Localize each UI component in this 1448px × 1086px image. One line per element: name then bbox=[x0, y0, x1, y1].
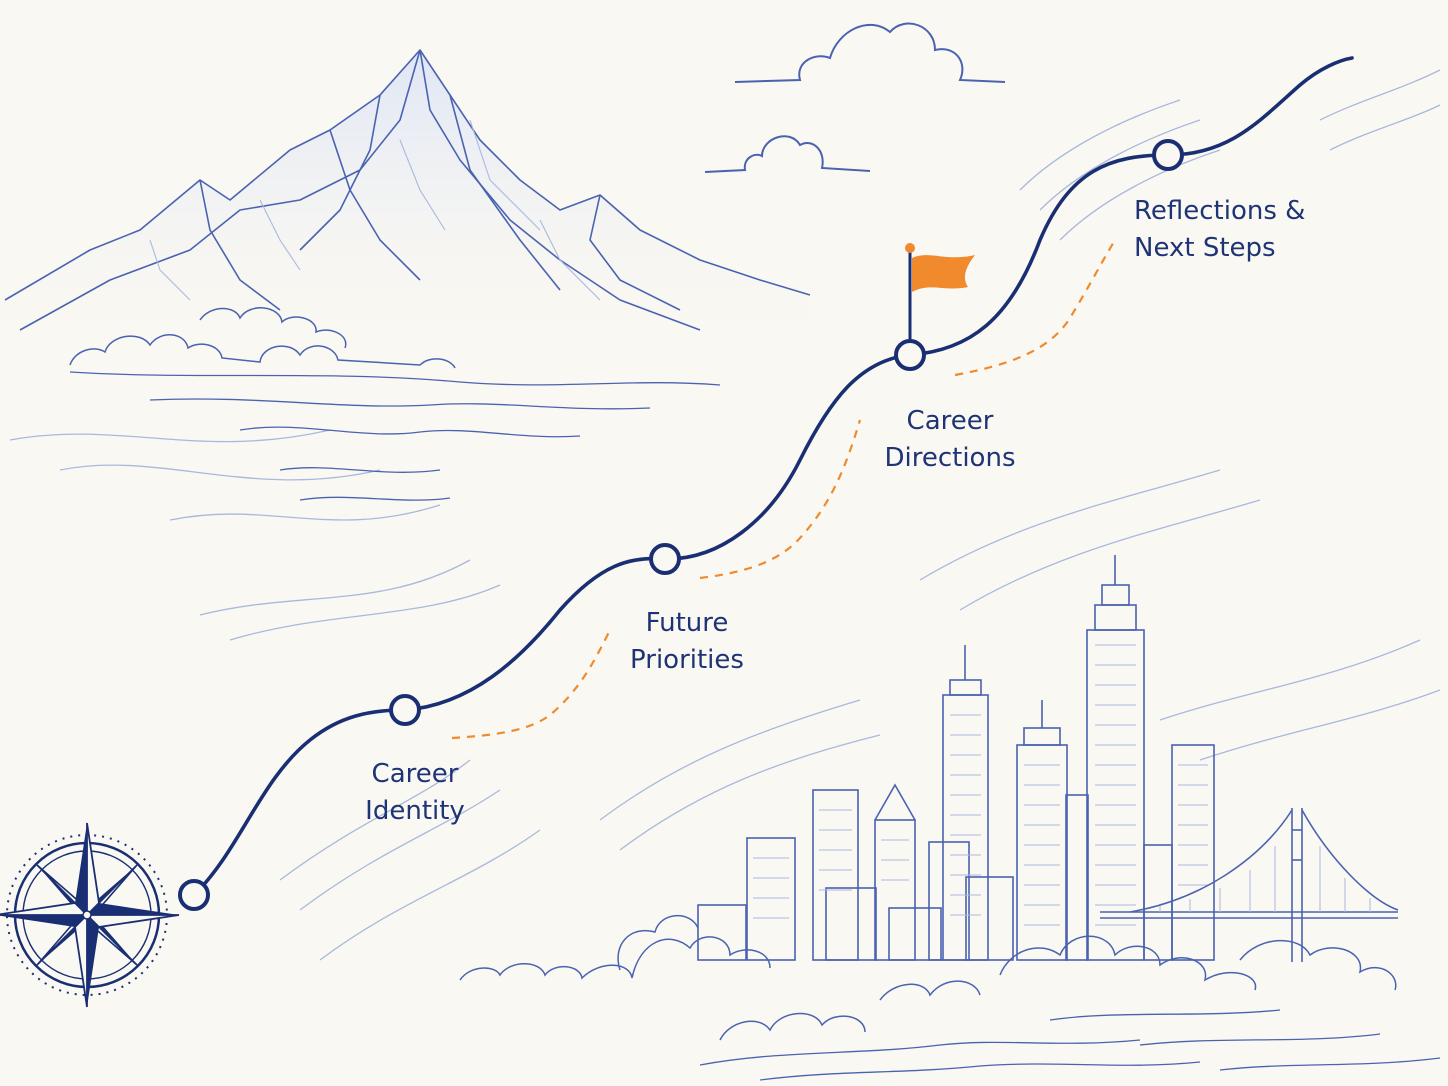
milestone-start bbox=[178, 879, 210, 911]
stage-label-line: Next Steps bbox=[1134, 233, 1276, 263]
wind-lines bbox=[9, 69, 1441, 961]
milestone-markers bbox=[178, 139, 1184, 911]
stage-label-line: Career bbox=[906, 406, 994, 436]
milestone-future-priorities bbox=[649, 543, 681, 575]
milestone-career-directions bbox=[894, 339, 926, 371]
stage-label-line: Future bbox=[645, 608, 729, 638]
water-lines bbox=[699, 1009, 1441, 1081]
building-windows bbox=[753, 644, 1208, 926]
stage-label-line: Reflections & bbox=[1134, 196, 1306, 226]
cloud-icon-small bbox=[704, 135, 871, 173]
stage-label-reflections-next-steps: Reflections & Next Steps bbox=[1134, 193, 1320, 267]
stage-label-future-priorities: Future Priorities bbox=[612, 605, 762, 679]
stage-label-line: Career bbox=[371, 759, 459, 789]
city-clouds bbox=[459, 914, 1397, 1041]
stage-label-career-identity: Career Identity bbox=[340, 756, 490, 830]
stage-label-line: Priorities bbox=[630, 645, 744, 675]
milestone-career-identity bbox=[389, 694, 421, 726]
milestone-reflections bbox=[1152, 139, 1184, 171]
cloud-icon-top bbox=[734, 22, 1006, 83]
compass-rose-icon bbox=[0, 822, 180, 1008]
dashed-guide-lines bbox=[451, 239, 1116, 740]
stage-label-career-directions: Career Directions bbox=[870, 403, 1030, 477]
stage-label-line: Directions bbox=[884, 443, 1016, 473]
flag-icon bbox=[905, 243, 975, 341]
stage-label-line: Identity bbox=[365, 796, 465, 826]
river-lines bbox=[69, 371, 721, 501]
city-skyline bbox=[697, 555, 1215, 961]
suspension-bridge bbox=[1100, 808, 1399, 962]
mountain-range bbox=[0, 49, 811, 380]
bridge-cables bbox=[1159, 846, 1371, 912]
